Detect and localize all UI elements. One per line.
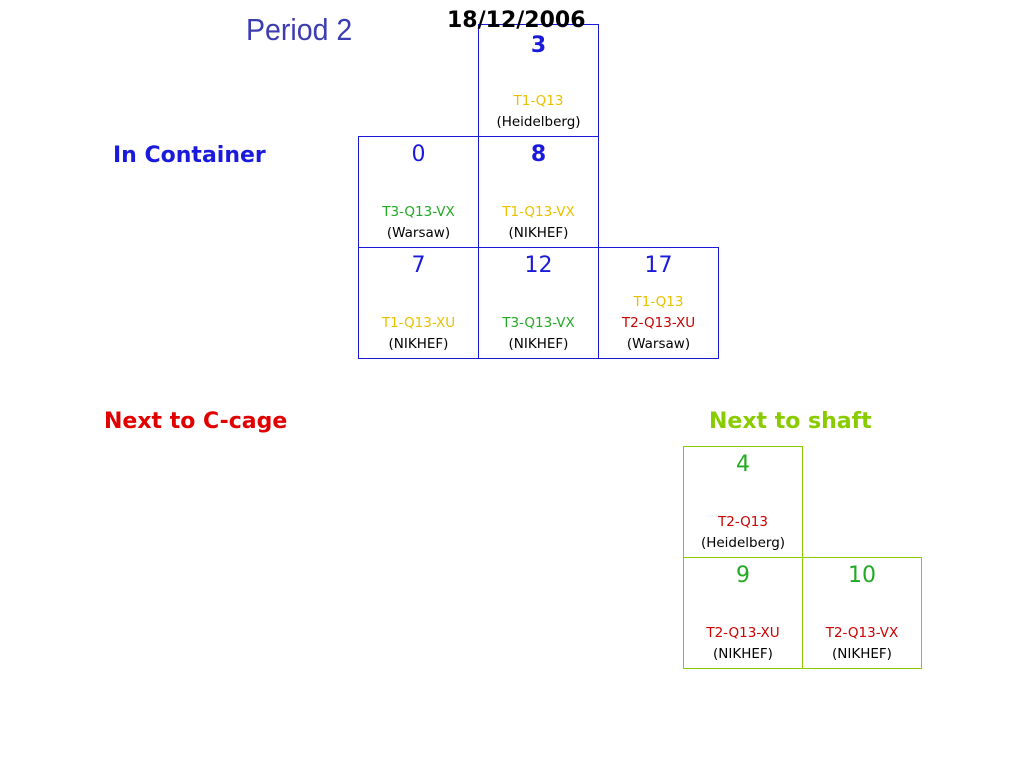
cell-number: 7 [411,253,426,278]
cell-label: T3-Q13-VX [382,204,455,220]
container-cell-8: 8 T1-Q13-VX (NIKHEF) [478,136,599,248]
cell-location: (Heidelberg) [496,114,581,130]
cell-number: 8 [530,142,547,167]
cell-number: 12 [524,253,553,278]
cell-location: (NIKHEF) [388,336,449,352]
next-to-shaft-label: Next to shaft [709,409,872,434]
cell-lines: T1-Q13-XU (NIKHEF) [359,313,478,355]
cell-number: 4 [736,452,750,477]
cell-lines: T2-Q13-VX (NIKHEF) [803,623,921,665]
cell-label: T3-Q13-VX [502,315,575,331]
cell-label: T2-Q13 [717,514,768,530]
next-to-c-cage-label: Next to C-cage [104,409,288,434]
container-cell-3: 3 T1-Q13 (Heidelberg) [478,24,599,137]
cell-lines: T2-Q13 (Heidelberg) [684,512,802,554]
cell-lines: T1-Q13 T2-Q13-XU (Warsaw) [599,292,718,355]
cell-lines: T3-Q13-VX (NIKHEF) [479,313,598,355]
cell-location: (NIKHEF) [508,336,569,352]
cell-lines: T3-Q13-VX (Warsaw) [359,202,478,244]
cell-location: (Heidelberg) [700,535,786,551]
shaft-cell-9: 9 T2-Q13-XU (NIKHEF) [683,557,803,669]
container-cell-17: 17 T1-Q13 T2-Q13-XU (Warsaw) [598,247,719,359]
cell-label: T1-Q13 [633,294,684,310]
cell-number: 0 [411,142,426,167]
cell-location: (Warsaw) [386,225,451,241]
cell-location: (NIKHEF) [713,646,773,662]
period-title: Period 2 [246,12,353,47]
cell-number: 9 [736,563,750,588]
cell-label: T1-Q13 [513,93,564,109]
cell-number: 17 [644,253,673,278]
cell-label: T2-Q13-VX [825,625,899,641]
cell-label: T1-Q13-VX [502,204,575,220]
cell-location: (Warsaw) [626,336,691,352]
cell-label: T2-Q13-XU [706,625,780,641]
cell-lines: T1-Q13-VX (NIKHEF) [479,202,598,244]
cell-lines: T1-Q13 (Heidelberg) [479,91,598,133]
container-cell-12: 12 T3-Q13-VX (NIKHEF) [478,247,599,359]
cell-location: (NIKHEF) [508,225,569,241]
shaft-cell-4: 4 T2-Q13 (Heidelberg) [683,446,803,558]
cell-label: T2-Q13-XU [621,315,696,331]
cell-number: 10 [848,563,876,588]
container-cell-0: 0 T3-Q13-VX (Warsaw) [358,136,479,248]
shaft-cell-10: 10 T2-Q13-VX (NIKHEF) [802,557,922,669]
in-container-label: In Container [113,143,266,168]
container-cell-7: 7 T1-Q13-XU (NIKHEF) [358,247,479,359]
cell-number: 3 [530,33,547,58]
cell-location: (NIKHEF) [832,646,892,662]
date-title: 18/12/2006 [447,8,586,33]
cell-lines: T2-Q13-XU (NIKHEF) [684,623,802,665]
cell-label: T1-Q13-XU [381,315,456,331]
